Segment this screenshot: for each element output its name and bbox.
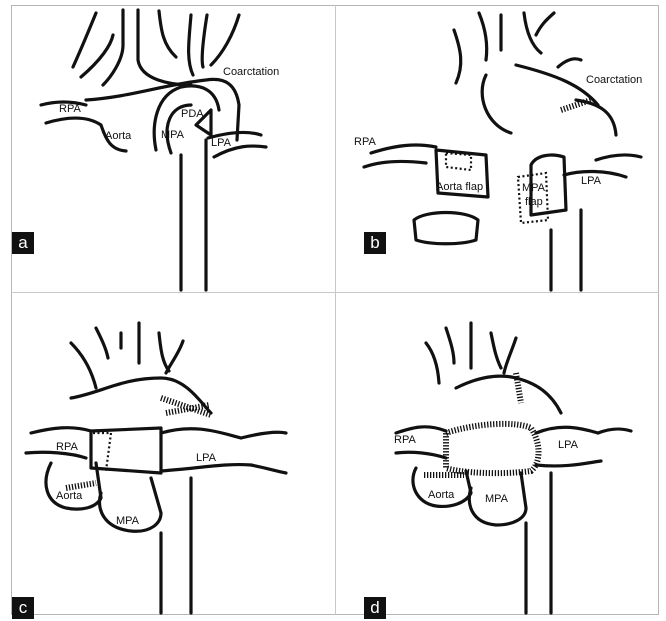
aortic-arch-branches-c xyxy=(71,323,211,413)
label-lpa-c: LPA xyxy=(196,452,217,464)
label-rpa-c: RPA xyxy=(56,441,78,453)
panel-letter-c: c xyxy=(12,597,34,619)
label-rpa-d: RPA xyxy=(394,434,416,446)
label-rpa-b: RPA xyxy=(354,136,376,148)
panel-letter-d: d xyxy=(364,597,386,619)
aortic-arch-branches-d xyxy=(426,323,561,413)
aorta-mpa-c xyxy=(46,463,191,613)
label-rpa-a: RPA xyxy=(59,103,81,115)
label-aorta-d: Aorta xyxy=(428,489,455,501)
label-aorta-a: Aorta xyxy=(105,130,132,142)
label-aorta-c: Aorta xyxy=(56,490,83,502)
label-mpa-c: MPA xyxy=(116,515,140,527)
label-mpa-a: MPA xyxy=(161,129,185,141)
mpa-trunk-a xyxy=(154,86,266,290)
label-aorta-flap-b: Aorta flap xyxy=(436,181,483,193)
label-mpa-d: MPA xyxy=(485,493,509,505)
panel-c-diagram: RPA Aorta MPA LPA xyxy=(11,293,335,615)
label-pda-a: PDA xyxy=(181,108,204,120)
label-mpa-flap-1-b: MPA xyxy=(522,182,546,194)
panel-letter-b: b xyxy=(364,232,386,254)
reconstruction-d xyxy=(396,424,631,473)
aorta-flap-b xyxy=(364,145,488,244)
panel-letter-a: a xyxy=(12,232,34,254)
mpa-flap-b xyxy=(518,155,641,290)
label-lpa-d: LPA xyxy=(558,439,579,451)
aortic-arch-branches-a xyxy=(73,10,239,85)
label-lpa-b: LPA xyxy=(581,175,602,187)
panel-d-diagram: RPA Aorta MPA LPA xyxy=(336,293,659,615)
label-mpa-flap-2-b: flap xyxy=(525,196,543,208)
label-coarctation-b: Coarctation xyxy=(586,74,642,86)
label-lpa-a: LPA xyxy=(211,137,232,149)
label-coarctation-a: Coarctation xyxy=(223,66,279,78)
panel-a-diagram: Coarctation RPA Aorta PDA MPA LPA xyxy=(11,5,335,292)
